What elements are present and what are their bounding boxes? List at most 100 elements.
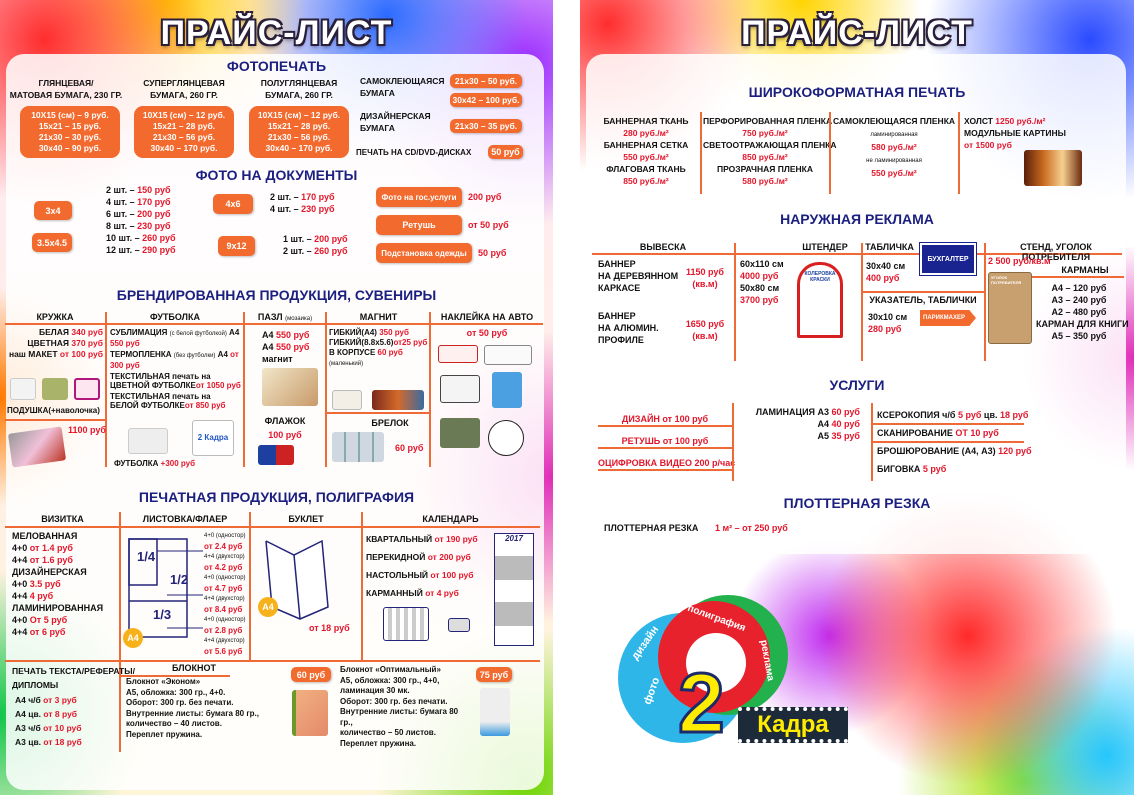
divider <box>872 441 1024 443</box>
divider <box>732 403 734 481</box>
line-item: А2 – 480 руб <box>1051 307 1107 317</box>
line-item: ДИЗАЙНЕРСКАЯ <box>12 566 103 578</box>
divider <box>429 312 431 467</box>
keychain-image <box>332 432 384 462</box>
company-logo: фото дизайн полиграфия реклама 2 Кадра <box>618 595 848 765</box>
booklet-price: от 18 руб <box>309 623 350 633</box>
sticker-image <box>484 345 532 365</box>
line-item: 550 руб./м² <box>832 167 956 179</box>
item-label: 8 шт. – <box>106 221 138 231</box>
line-item: БУМАГА <box>360 88 395 98</box>
item-label: 30х40 см <box>866 261 906 271</box>
item-label: ТЕКСТИЛЬНАЯ печать на БЕЛОЙ ФУТБОЛКЕ <box>110 392 211 410</box>
divider <box>984 243 986 361</box>
item-price: от 850 руб <box>184 401 226 410</box>
item-label: КСЕРОКОПИЯ ч/б <box>877 410 958 420</box>
line-item: 1150 руб <box>686 267 724 277</box>
line-item: В КОРПУСЕ 60 руб <box>329 348 428 358</box>
item-price: От 5 руб <box>29 615 68 625</box>
item-label: наш МАКЕТ <box>8 349 60 359</box>
item-price: 150 руб <box>137 185 171 195</box>
item-price: 850 руб./м² <box>742 152 788 162</box>
divider <box>5 660 540 662</box>
page-title: ПРАЙС-ЛИСТ <box>160 14 393 52</box>
item-label: А3 ч/б <box>15 723 44 733</box>
line-item: 4+0 (одностор) <box>204 572 246 584</box>
line-item: 21х30 – 30 руб. <box>38 132 102 142</box>
line-item: ламинированная <box>832 127 956 141</box>
line-item: 30х10 см <box>868 311 907 323</box>
item-price: 4000 руб <box>740 271 779 281</box>
service-scan: СКАНИРОВАНИЕ ОТ 10 руб <box>877 424 1032 442</box>
item-label: А4 <box>817 419 832 429</box>
line-item: ГИБКИЙ(А4) 350 руб <box>329 328 428 338</box>
item-price: 260 руб <box>142 233 176 243</box>
item-price: от 1.4 руб <box>29 543 73 553</box>
line-item: САМОКЛЕЮЩАЯСЯ ПЛЕНКА <box>832 115 956 127</box>
pointer-image: ПАРИКМАХЕР <box>920 310 976 326</box>
item-label: БРОШЮРОВАНИЕ (А4, А3) <box>877 446 999 456</box>
line-item: 30х40 – 170 руб. <box>150 143 218 153</box>
divider <box>872 423 1024 425</box>
line-item: ГИБКИЙ(8.8х5.6)от25 руб <box>329 338 428 348</box>
item-label: 12 шт. – <box>106 245 143 255</box>
logo-digit: 2 <box>677 655 727 752</box>
flyer-header: ЛИСТОВКА/ФЛАЕР <box>142 514 228 524</box>
line-item: БАННЕР <box>598 259 636 269</box>
line-item: 8 шт. – 230 руб <box>106 220 176 232</box>
line-item: ФЛАГОВАЯ ТКАНЬ <box>594 163 698 175</box>
divider <box>598 425 734 427</box>
item-price: 290 руб <box>142 245 176 255</box>
car-sticker-header: НАКЛЕЙКА НА АВТО <box>440 312 534 322</box>
line-item: от 4.2 руб <box>204 563 246 573</box>
item-price: 5 руб <box>957 410 982 420</box>
line-item: МАТОВАЯ БУМАГА, 230 ГР. <box>9 90 123 100</box>
business-card-header: ВИЗИТКА <box>41 514 84 524</box>
line-item: 4+4 (двухстор) <box>204 551 246 563</box>
line-item: ТЕКСТИЛЬНАЯ печать на ЦВЕТНОЙ ФУТБОЛКЕот… <box>110 372 241 390</box>
line-item: 850 руб./м² <box>594 175 698 187</box>
line-item: ламинация 30 мк. <box>340 686 410 695</box>
divider <box>958 112 960 194</box>
item-label: ПЕРФОРИРОВАННАЯ ПЛЕНКА <box>703 116 833 126</box>
flag-label: ФЛАЖОК <box>264 416 306 426</box>
divider <box>5 526 540 528</box>
line-item: ГЛЯНЦЕВАЯ/ <box>38 78 94 88</box>
pointer-header: УКАЗАТЕЛЬ, ТАБЛИЧКИ <box>869 295 977 305</box>
section-title-branded: БРЕНДИРОВАННАЯ ПРОДУКЦИЯ, СУВЕНИРЫ <box>116 287 437 303</box>
line-item: БУМАГА, 260 ГР. <box>265 90 333 100</box>
line-item: количество – 50 листов. <box>340 728 436 737</box>
item-label: 60х110 см <box>740 259 784 269</box>
puzzle-header: ПАЗЛ (мозаика) <box>245 312 325 322</box>
item-label: ЛАМИНИРОВАННАЯ <box>12 603 104 613</box>
line-item: (маленький) <box>329 358 428 369</box>
item-label: ФЛАГОВАЯ ТКАНЬ <box>606 164 686 174</box>
line-item: СВЕТООТРАЖАЮЩАЯ ПЛЕНКА <box>703 139 836 151</box>
service-design: ДИЗАЙН от 100 руб <box>621 414 709 424</box>
tshirt-extra: ФУТБОЛКА +300 руб <box>114 458 195 470</box>
puzzle-title: ПАЗЛ <box>257 312 283 322</box>
line-item: 50х80 см <box>740 282 784 294</box>
line-item: А3 цв. от 18 руб <box>15 735 82 749</box>
section-title-outdoor: НАРУЖНАЯ РЕКЛАМА <box>780 211 934 227</box>
line-item: ЛАМИНАЦИЯ А3 60 руб <box>740 406 860 418</box>
line-item: 15х21 – 28 руб. <box>152 121 216 131</box>
item-label: 4 шт. – <box>270 204 302 214</box>
item-label: 10 шт. – <box>106 233 143 243</box>
item-price: 260 руб <box>314 246 348 256</box>
line-item: БЕЛАЯ 340 руб <box>6 327 103 338</box>
line-item: ПЕЧАТЬ ТЕКСТА/РЕФЕРАТЫ/ <box>12 666 135 676</box>
item-label: 4+0 <box>12 615 30 625</box>
line-item: Переплет пружина. <box>340 738 417 748</box>
line-item: 4+0 От 5 руб <box>12 614 103 626</box>
item-price: 35 руб <box>831 431 860 441</box>
divider <box>249 512 251 662</box>
